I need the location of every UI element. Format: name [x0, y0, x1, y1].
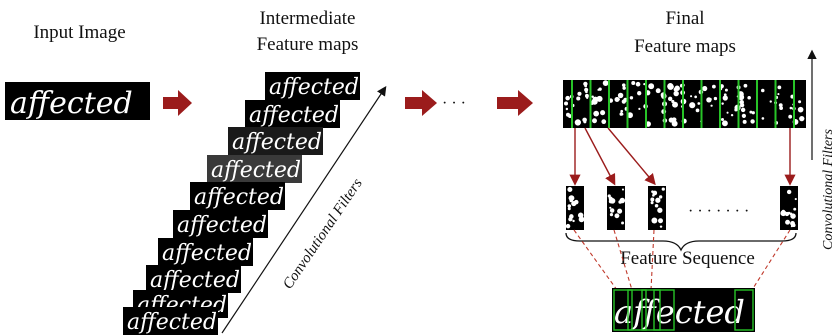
intermediate-label-line2: Feature maps: [256, 34, 359, 55]
columns-ellipsis: · · · · · · ·: [688, 203, 749, 220]
intermediate-map-1: affected: [265, 72, 360, 100]
sequence-word: affected: [614, 293, 745, 331]
intermediate-map-word: affected: [194, 185, 284, 210]
feature-sequence-label: Feature Sequence: [600, 246, 775, 271]
intermediate-map-word: affected: [127, 310, 217, 335]
intermediate-map-7: affected: [158, 238, 253, 266]
intermediate-map-5: affected: [190, 182, 285, 210]
intermediate-map-word: affected: [232, 130, 322, 155]
red-arrow-1: [163, 90, 192, 116]
intermediate-map-3: affected: [228, 127, 323, 155]
feature-sequence-brace: [565, 232, 797, 252]
conv-filters-diagonal-label: Convolutional Filters: [280, 176, 366, 293]
feature-column-3: [648, 186, 666, 230]
feature-column-2: [607, 186, 626, 230]
intermediate-map-word: affected: [150, 268, 240, 293]
input-image-label: Input Image: [33, 22, 126, 43]
feature-columns: [565, 186, 798, 230]
conv-filters-vertical-label: Convolutional Filters: [821, 129, 835, 250]
input-image: affected: [5, 82, 150, 121]
feature-column-1: [565, 186, 585, 230]
intermediate-map-10: affected: [123, 307, 218, 335]
input-image-word: affected: [10, 86, 133, 121]
arrow-ellipsis: · · ·: [442, 95, 466, 112]
red-arrow-3: [497, 90, 533, 116]
intermediate-map-2: affected: [245, 100, 340, 128]
final-feature-map: [563, 80, 806, 128]
final-label-line1: Final: [665, 8, 705, 29]
intermediate-map-word: affected: [269, 75, 359, 100]
intermediate-map-word: affected: [249, 103, 339, 128]
intermediate-label-line1: Intermediate: [259, 8, 356, 29]
intermediate-map-8: affected: [146, 265, 241, 293]
red-arrow-2: [405, 90, 437, 116]
final-label-line2: Feature maps: [634, 36, 736, 57]
sequence-dashed-lines: [573, 229, 791, 291]
conv-filters-diagonal-arrow: [221, 86, 387, 334]
intermediate-map-word: affected: [162, 241, 252, 266]
feature-column-4: [780, 186, 798, 230]
intermediate-map-6: affected: [173, 210, 268, 238]
intermediate-map-word: affected: [177, 213, 267, 238]
sequence-word-image: affected: [612, 288, 755, 332]
intermediate-feature-stack: affectedaffectedaffectedaffectedaffected…: [123, 72, 360, 335]
intermediate-map-word: affected: [211, 158, 301, 183]
intermediate-map-4: affected: [207, 155, 302, 183]
column-arrows: [569, 127, 796, 186]
